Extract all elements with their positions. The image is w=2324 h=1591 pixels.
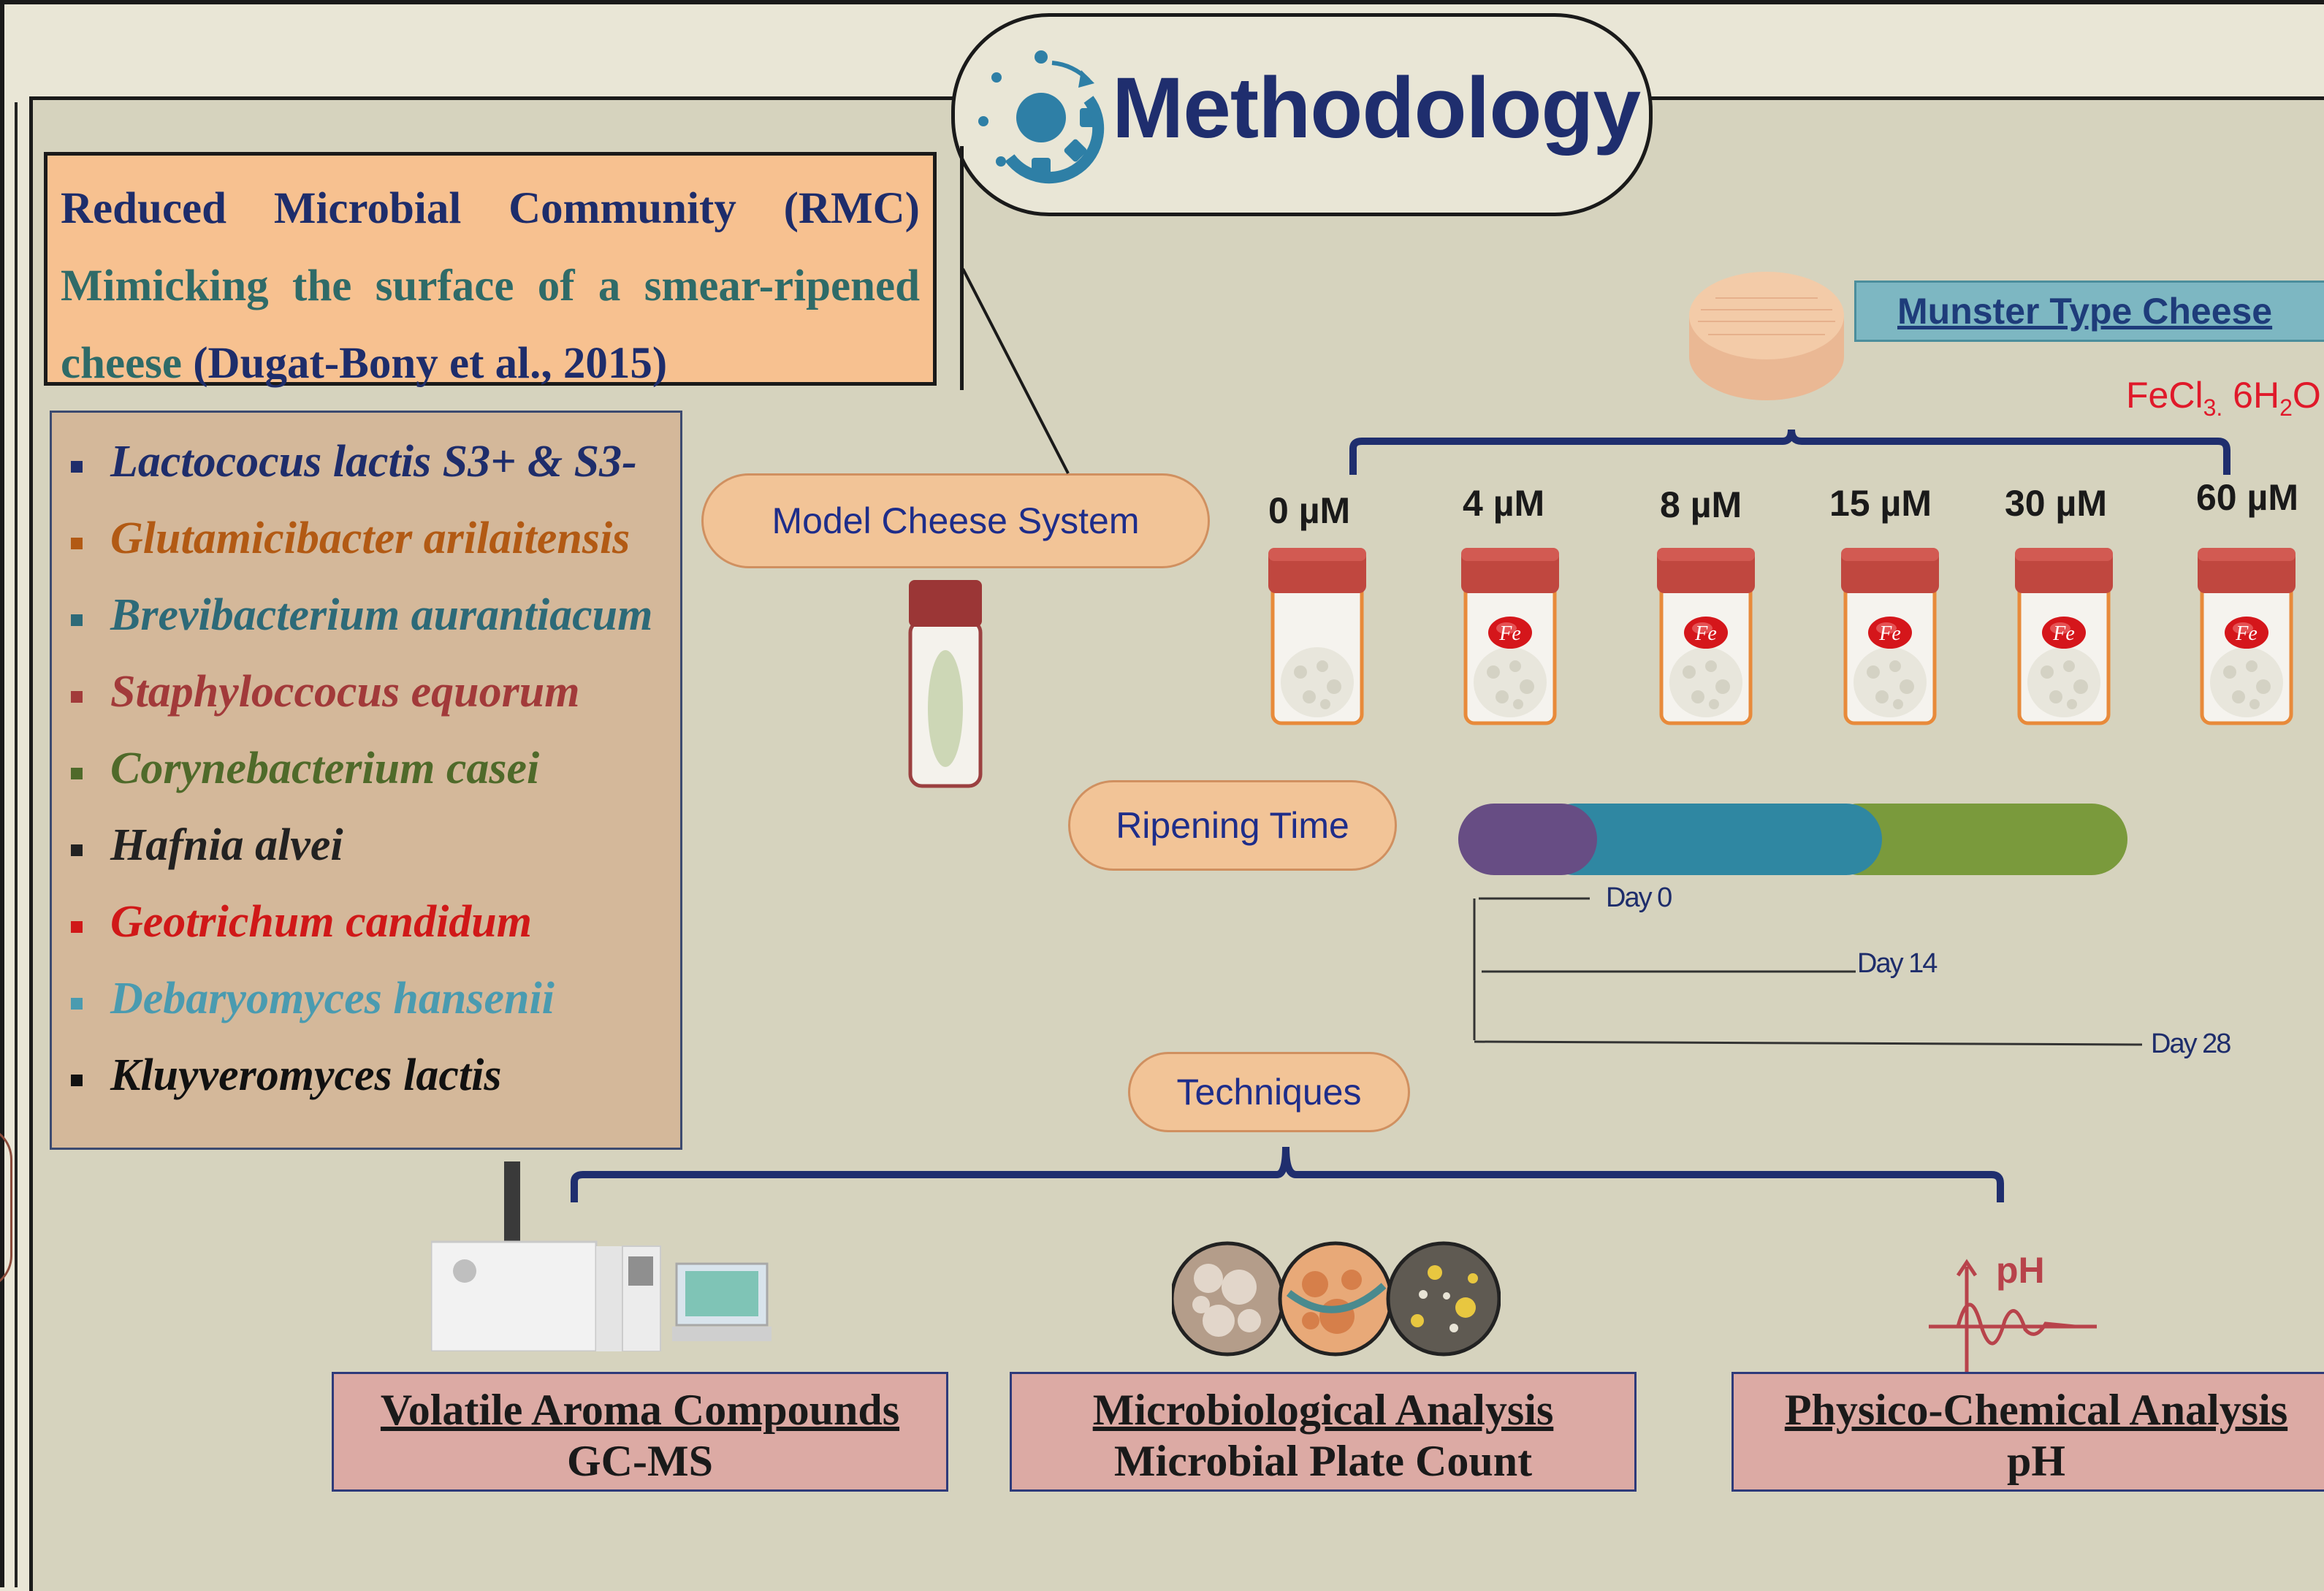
concentration-label: 15 µM: [1829, 483, 1932, 524]
left-divider: [15, 102, 18, 1587]
concentration-label: 60 µM: [2196, 477, 2298, 518]
fe-label: Fe: [2235, 622, 2258, 645]
rmc-description-box: Reduced Microbial Community (RMC) Mimick…: [44, 152, 937, 388]
technique-title: Physico-Chemical Analysis: [1784, 1386, 2288, 1434]
concentration-label: 4 µM: [1463, 483, 1545, 524]
species-item: Hafnia alvei: [110, 820, 343, 870]
sample-jar-icon: [1268, 548, 1366, 725]
technique-title: Microbiological Analysis: [1092, 1386, 1554, 1434]
technique-subtitle: Microbial Plate Count: [1113, 1437, 1533, 1485]
concentration-label: 30 µM: [2005, 483, 2107, 524]
sample-jar-icon: Fe: [2015, 548, 2113, 725]
fecl-formula: FeCl3. 6H2O: [2126, 375, 2321, 421]
ripening-time-label: Ripening Time: [1068, 780, 1397, 871]
rmc-citation: (Dugat-Bony et al., 2015): [193, 339, 668, 388]
species-bullet: [71, 921, 83, 933]
species-item: Glutamicibacter arilaitensis: [110, 514, 630, 563]
species-item: Brevibacterium aurantiacum: [110, 590, 653, 640]
species-item: Kluyveromyces lactis: [110, 1050, 502, 1100]
techniques-label: Techniques: [1128, 1052, 1410, 1132]
species-bullet: [71, 1075, 83, 1086]
species-item: Corynebacterium casei: [110, 744, 540, 793]
fe-label: Fe: [1498, 622, 1521, 645]
technique-physico-chemical: Physico-Chemical Analysis pH: [1731, 1372, 2324, 1492]
fe-label: Fe: [2052, 622, 2075, 645]
species-bullet: [71, 998, 83, 1010]
sample-jar-icon: Fe: [1841, 548, 1939, 725]
model-cheese-system-label: Model Cheese System: [701, 473, 1210, 568]
species-bullet: [71, 461, 83, 473]
page-title: Methodology: [1112, 60, 1641, 156]
title-pill: [951, 13, 1653, 216]
cheese-tube-icon: [908, 580, 983, 788]
species-bullet: [71, 691, 83, 703]
species-bullet: [71, 614, 83, 626]
technique-subtitle: GC-MS: [567, 1437, 713, 1485]
species-bullet: [71, 844, 83, 856]
technique-microbiological: Microbiological Analysis Microbial Plate…: [1010, 1372, 1637, 1492]
sample-jar-icon: Fe: [2198, 548, 2296, 725]
concentration-label: 0 µM: [1268, 490, 1351, 531]
species-item: Lactococus lactis S3+ & S3-: [110, 437, 637, 487]
technique-subtitle: pH: [2006, 1437, 2066, 1485]
gc-ms-instrument-icon: [431, 1161, 772, 1351]
technique-title: Volatile Aroma Compounds: [380, 1386, 900, 1434]
sample-jar-icon: Fe: [1657, 548, 1755, 725]
rmc-line-3: cheese: [61, 339, 182, 388]
technique-volatile-aroma: Volatile Aroma Compounds GC-MS: [332, 1372, 948, 1492]
species-bullet: [71, 538, 83, 549]
day-0-label: Day 0: [1606, 882, 1672, 913]
fe-label: Fe: [1878, 622, 1901, 645]
petri-dishes-icon: [1172, 1241, 1501, 1357]
sample-jar-icon: Fe: [1461, 548, 1559, 725]
ph-signal-icon: [1929, 1259, 2097, 1375]
ph-icon-label: pH: [1996, 1250, 2045, 1291]
gear-cycle-icon: [978, 50, 1105, 184]
species-item: Geotrichum candidum: [110, 897, 533, 947]
species-item: Staphyloccocus equorum: [110, 667, 580, 717]
rmc-line-1: Reduced Microbial Community (RMC): [61, 184, 920, 233]
species-item: Debaryomyces hansenii: [110, 974, 555, 1023]
fe-label: Fe: [1694, 622, 1717, 645]
cheese-disc-icon: [1689, 272, 1844, 400]
rmc-line-2: Mimicking the surface of a smear-ripened: [61, 262, 920, 310]
day-28-label: Day 28: [2151, 1029, 2231, 1059]
species-bullet: [71, 768, 83, 779]
rmc-divider: [960, 146, 964, 390]
munster-cheese-label: Munster Type Cheese: [1854, 281, 2324, 342]
ripening-timeline-bar: [1458, 804, 2127, 875]
species-list: Lactococus lactis S3+ & S3- Glutamicibact…: [50, 411, 682, 1150]
day-14-label: Day 14: [1857, 948, 1938, 979]
concentration-label: 8 µM: [1660, 484, 1742, 525]
